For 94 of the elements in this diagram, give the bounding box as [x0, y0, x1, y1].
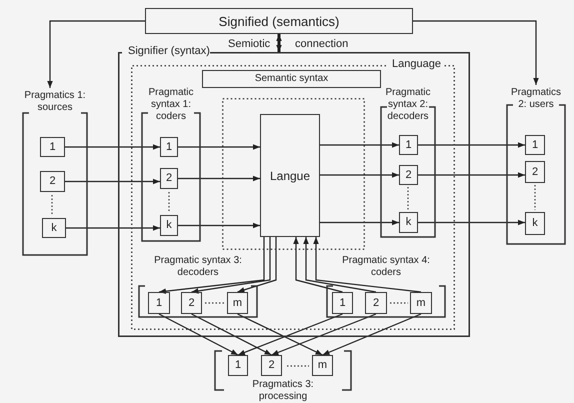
arrow [418, 220, 525, 226]
arrow [237, 313, 323, 356]
node-label: 1 [405, 138, 412, 152]
node-label: 1 [234, 359, 242, 372]
group-bracket [138, 253, 258, 318]
arrow [313, 237, 422, 293]
group-bracket [214, 350, 352, 402]
node-label: 2 [372, 296, 380, 310]
node-label: 1 [339, 296, 346, 310]
node-label: Langue [270, 168, 310, 182]
node-label: 2 [49, 175, 56, 188]
node-label: 2 [268, 359, 275, 372]
group-heading: Pragmatic syntax 3: decoders [153, 255, 243, 279]
double-arrow [276, 34, 282, 52]
node-label: 2 [166, 172, 172, 185]
arrow [418, 142, 525, 148]
group-heading: Pragmatics 3: processing [251, 379, 315, 403]
node-label: m [318, 359, 328, 372]
group-bracket [380, 85, 436, 238]
node-label: 1 [532, 138, 538, 152]
process-box [228, 355, 248, 376]
arrow [66, 225, 160, 231]
process-box [399, 165, 418, 185]
arrow [238, 313, 343, 356]
group-bracket [22, 88, 88, 256]
process-box [160, 215, 178, 236]
process-box [202, 70, 381, 88]
process-box [312, 355, 333, 376]
node-label: Signified (semantics) [218, 14, 340, 28]
process-box [40, 171, 65, 192]
arrow [320, 220, 399, 226]
arrow [158, 313, 238, 356]
group-heading: Pragmatic syntax 1: coders [147, 87, 194, 123]
process-box [525, 135, 545, 155]
arrow [178, 144, 260, 150]
arrow [65, 178, 160, 184]
arrow [191, 237, 271, 294]
process-box [181, 292, 202, 314]
node-label: k [51, 222, 57, 234]
process-box [261, 355, 282, 376]
process-box [525, 212, 545, 235]
group-heading: Pragmatic syntax 2: decoders [384, 87, 432, 123]
arrow [65, 144, 160, 150]
arrow [293, 237, 343, 293]
arrow [271, 313, 376, 356]
process-box [145, 8, 413, 34]
group-bracket [141, 85, 201, 242]
node-label: k [532, 217, 538, 230]
process-box [365, 292, 387, 314]
group-bracket [326, 253, 446, 318]
group-heading: Pragmatic syntax 4: coders [341, 255, 431, 279]
process-box [399, 212, 418, 233]
arrow [158, 237, 265, 294]
process-box [148, 292, 170, 314]
arrow [178, 222, 260, 228]
node-label: 1 [156, 296, 162, 310]
connection-label: connection [295, 38, 348, 50]
node-label: 1 [166, 140, 172, 154]
arrow [413, 20, 539, 85]
arrow [320, 142, 399, 148]
process-box [42, 218, 66, 238]
process-box [40, 137, 65, 157]
group-bracket [506, 85, 566, 245]
process-box [160, 168, 178, 189]
arrow [320, 172, 399, 178]
process-box [227, 292, 248, 314]
node-label: k [166, 219, 172, 232]
arrow [322, 313, 422, 356]
arrow [191, 313, 272, 356]
group-heading: Pragmatics 2: users [510, 87, 562, 111]
process-box [410, 292, 432, 314]
frame-heading: Signifier (syntax) [128, 45, 210, 57]
node-label: 1 [49, 140, 56, 154]
connection-label: Semiotic [228, 38, 270, 50]
arrow [303, 237, 376, 293]
node-label: k [406, 216, 412, 229]
node-label: Semantic syntax [254, 73, 328, 85]
arrow [178, 176, 260, 182]
node-label: 2 [405, 168, 412, 182]
dotted-region [222, 98, 365, 250]
process-box [332, 292, 353, 314]
node-label: m [232, 296, 242, 310]
arrow [418, 172, 525, 178]
process-box [260, 114, 320, 237]
node-label: 2 [532, 166, 538, 178]
arrow [47, 20, 145, 88]
process-box [160, 137, 178, 157]
process-box [399, 135, 418, 155]
arrow [237, 237, 277, 293]
node-label: m [416, 296, 426, 310]
region-heading: Language [392, 58, 441, 70]
process-box [525, 161, 545, 183]
node-label: 2 [188, 296, 195, 310]
group-heading: Pragmatics 1: sources [24, 90, 86, 114]
